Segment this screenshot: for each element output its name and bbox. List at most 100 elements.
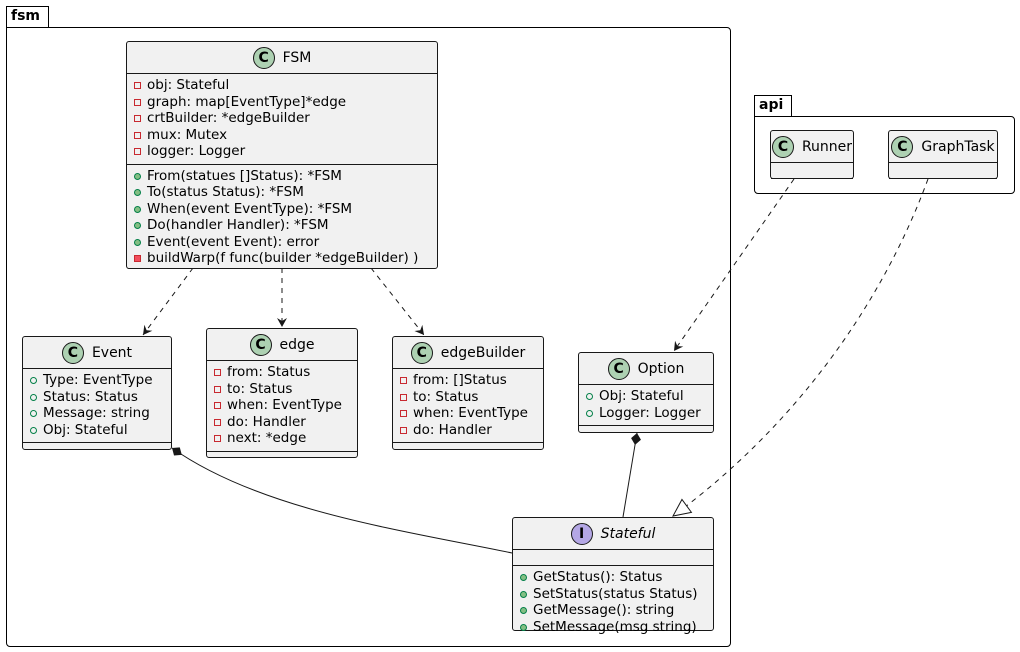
public-marker-icon <box>134 172 141 180</box>
interface-fields <box>513 549 713 565</box>
class-stereotype-icon: C <box>607 357 630 380</box>
public-marker-icon <box>30 410 37 417</box>
private-marker-icon <box>400 410 407 417</box>
field-row: to: Status <box>393 389 543 406</box>
class-stereotype-icon: C <box>61 341 84 364</box>
class-methods <box>579 425 713 441</box>
public-marker-icon <box>586 393 593 400</box>
dependency-runner-option <box>673 178 795 352</box>
public-marker-icon <box>586 409 593 417</box>
method-row: Event(event Event): error <box>127 234 437 251</box>
private-marker-icon <box>134 148 141 155</box>
field-row: next: *edge <box>207 430 357 447</box>
public-marker-icon <box>134 222 141 229</box>
class-fsm[interactable]: C FSM obj: Stateful graph: map[EventType]… <box>126 41 438 269</box>
class-fields <box>771 162 853 178</box>
field-row: graph: map[EventType]*edge <box>127 94 437 111</box>
public-marker-icon <box>520 574 527 581</box>
private-marker-icon <box>214 369 221 376</box>
class-methods <box>889 178 997 194</box>
private-marker-icon <box>214 418 221 426</box>
private-marker-icon <box>400 426 407 434</box>
field-row: do: Handler <box>207 414 357 431</box>
public-marker-icon <box>520 607 527 614</box>
method-row: SetMessage(msg string) <box>513 619 713 636</box>
class-stereotype-icon: C <box>249 333 272 356</box>
class-name: edgeBuilder <box>440 344 526 361</box>
class-fields: obj: Stateful graph: map[EventType]*edge… <box>127 73 437 164</box>
class-stereotype-icon: C <box>410 341 433 364</box>
class-name: edge <box>279 336 315 353</box>
interface-name: Stateful <box>600 525 656 542</box>
private-marker-icon <box>400 393 407 401</box>
private-marker-icon <box>400 377 407 384</box>
class-methods <box>771 178 853 194</box>
dependency-fsm-edgebuilder <box>370 267 425 336</box>
private-marker-icon <box>214 402 221 409</box>
method-row: When(event EventType): *FSM <box>127 201 437 218</box>
interface-methods: GetStatus(): Status SetStatus(status Sta… <box>513 565 713 639</box>
field-row: Obj: Stateful <box>579 388 713 405</box>
method-row: From(statues []Status): *FSM <box>127 168 437 185</box>
interface-stereotype-icon: I <box>570 522 593 545</box>
method-row: GetStatus(): Status <box>513 569 713 586</box>
field-row: logger: Logger <box>127 143 437 160</box>
field-row: crtBuilder: *edgeBuilder <box>127 110 437 127</box>
public-marker-icon <box>520 623 527 631</box>
class-stereotype-icon: C <box>771 135 794 158</box>
class-name: GraphTask <box>921 138 995 155</box>
private-marker-icon <box>134 82 141 89</box>
class-fields: from: Status to: Status when: EventType … <box>207 360 357 451</box>
field-row: mux: Mutex <box>127 127 437 144</box>
private-marker-icon <box>134 98 141 106</box>
class-fields: Obj: Stateful Logger: Logger <box>579 384 713 425</box>
method-row: buildWarp(f func(builder *edgeBuilder) ) <box>127 250 437 267</box>
class-methods <box>207 450 357 467</box>
field-row: from: Status <box>207 364 357 381</box>
field-row: do: Handler <box>393 422 543 439</box>
interface-stateful[interactable]: I Stateful GetStatus(): Status SetStatus(… <box>512 517 714 635</box>
public-marker-icon <box>30 393 37 401</box>
class-fields: from: []Status to: Status when: EventTyp… <box>393 368 543 442</box>
field-row: when: EventType <box>207 397 357 414</box>
public-marker-icon <box>30 377 37 384</box>
public-marker-icon <box>134 189 141 196</box>
public-marker-icon <box>30 426 37 434</box>
class-methods <box>393 442 543 458</box>
method-row: To(status Status): *FSM <box>127 184 437 201</box>
field-row: Obj: Stateful <box>23 422 171 439</box>
public-marker-icon <box>520 590 527 598</box>
field-row: from: []Status <box>393 372 543 389</box>
method-row: GetMessage(): string <box>513 602 713 619</box>
realization-graphtask-stateful <box>672 178 929 517</box>
class-name: Event <box>91 344 133 361</box>
public-marker-icon <box>134 205 141 213</box>
class-fields: Type: EventType Status: Status Message: … <box>23 368 171 442</box>
class-name: FSM <box>282 49 312 66</box>
composition-option-stateful <box>622 432 641 518</box>
private-marker-icon <box>214 435 221 442</box>
class-name: Runner <box>801 138 853 155</box>
class-stereotype-icon: C <box>252 46 275 69</box>
field-row: Type: EventType <box>23 372 171 389</box>
class-methods: From(statues []Status): *FSM To(status S… <box>127 163 437 271</box>
field-row: obj: Stateful <box>127 77 437 94</box>
private-marker-icon <box>134 131 141 139</box>
method-row: SetStatus(status Status) <box>513 586 713 603</box>
field-row: Status: Status <box>23 389 171 406</box>
class-event[interactable]: C Event Type: EventType Status: Status Me… <box>22 336 172 450</box>
composition-event-stateful <box>171 447 513 554</box>
public-marker-icon <box>134 238 141 246</box>
class-fields <box>889 162 997 178</box>
package-fsm-tab: fsm <box>6 6 49 28</box>
private-marker-icon <box>214 385 221 393</box>
dependency-fsm-event <box>142 267 194 336</box>
method-row: Do(handler Handler): *FSM <box>127 217 437 234</box>
class-runner[interactable]: C Runner <box>770 130 854 179</box>
field-row: Message: string <box>23 405 171 422</box>
